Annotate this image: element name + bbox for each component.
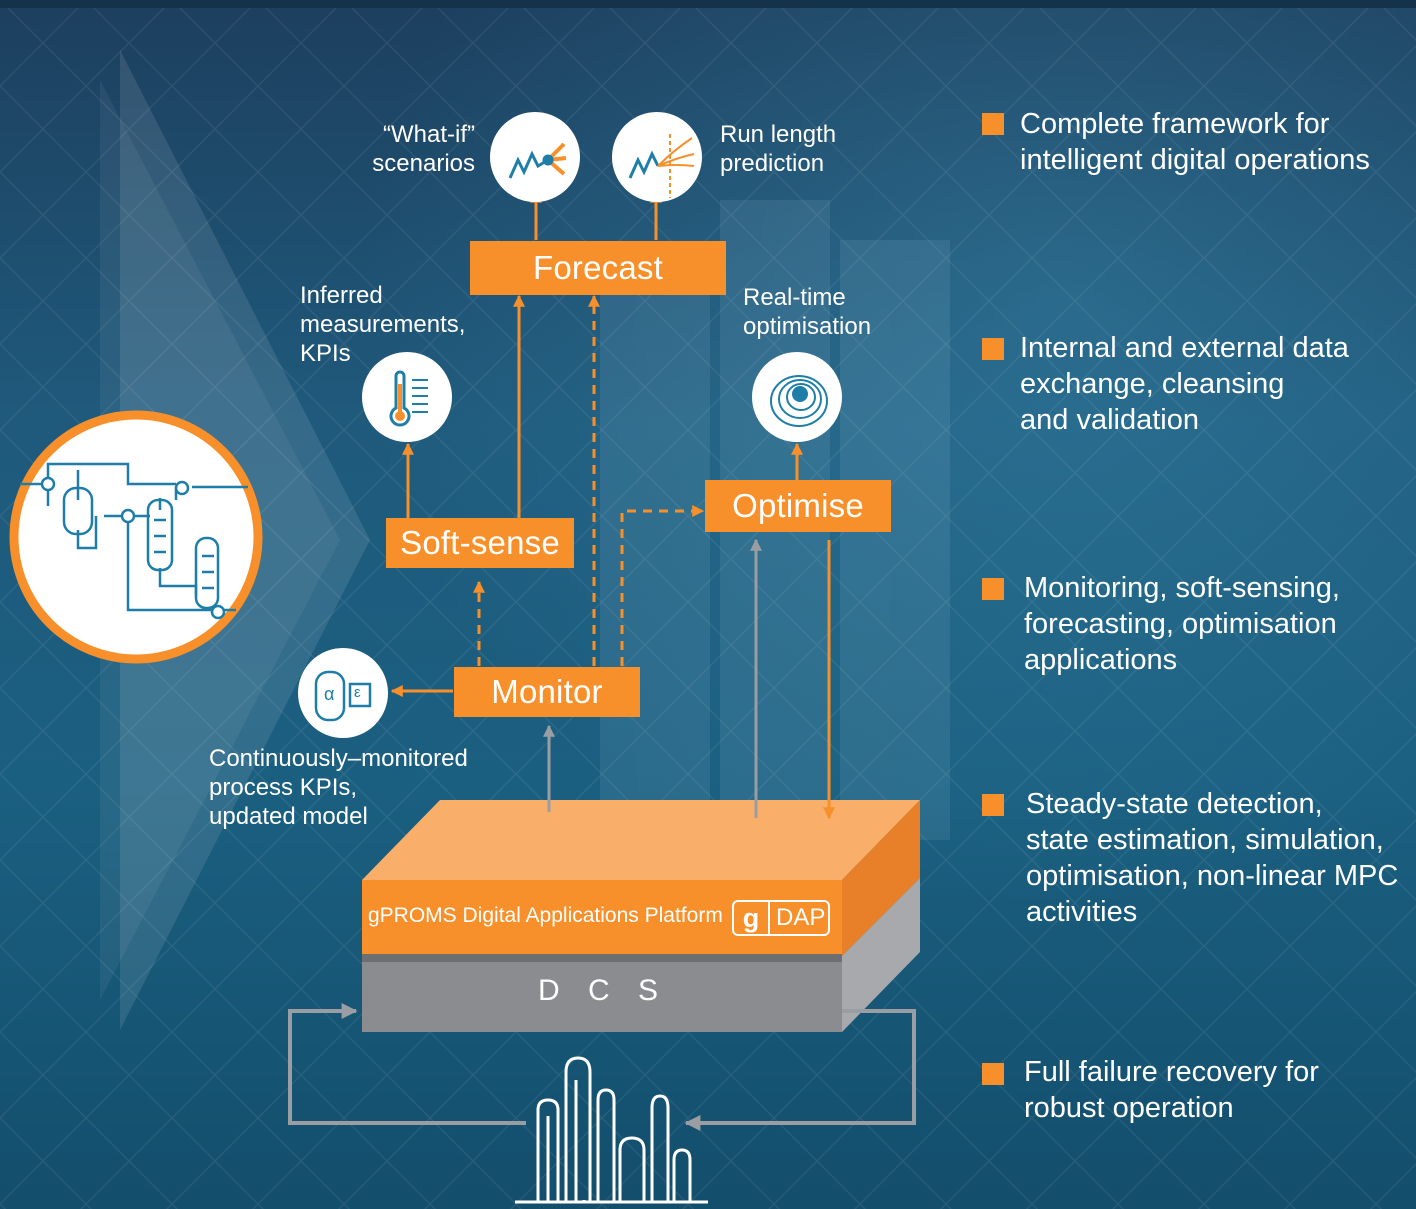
plant-silhouette	[515, 1056, 708, 1204]
what-if-scenarios-icon	[490, 112, 580, 202]
solid-arrows	[390, 190, 803, 697]
bullet-marker	[982, 794, 1004, 816]
gdap-logo-dap: DAP	[776, 904, 826, 931]
bullet-marker	[982, 1063, 1004, 1085]
optimise-node: Optimise	[705, 480, 891, 532]
bullet-text: Full failure recovery for robust operati…	[1024, 1056, 1319, 1124]
top-bar	[0, 0, 1416, 8]
alpha-symbol: α	[324, 684, 335, 704]
thermometer-icon	[362, 352, 452, 442]
what-if-label: “What-if” scenarios	[372, 121, 475, 177]
soft-sense-node: Soft-sense	[386, 518, 574, 568]
epsilon-symbol: ε	[354, 684, 361, 701]
dashed-arrows	[473, 294, 705, 666]
optimisation-target-icon	[752, 352, 842, 442]
dcs-label: D C S	[537, 974, 668, 1007]
dcs-loop	[288, 1003, 916, 1131]
bullet-text: Internal and external data exchange, cle…	[1020, 332, 1349, 436]
bullet-marker	[982, 578, 1004, 600]
bullet-text: Steady-state detection, state estimation…	[1026, 788, 1399, 928]
gdap-logo: g DAP	[732, 900, 830, 936]
bullet-marker	[982, 338, 1004, 360]
run-length-prediction-icon	[612, 112, 702, 202]
inferred-measurements-label: Inferred measurements, KPIs	[300, 282, 466, 367]
bullet-text: Complete framework for intelligent digit…	[1020, 108, 1370, 176]
monitor-node: Monitor	[454, 667, 640, 717]
forecast-node: Forecast	[470, 241, 726, 295]
gdap-logo-g: g	[734, 902, 770, 934]
real-time-optimisation-label: Real-time optimisation	[743, 284, 872, 340]
bullet-marker	[982, 113, 1004, 135]
platform-arrows	[543, 538, 762, 818]
continuously-monitored-label: Continuously–monitored process KPIs, upd…	[209, 745, 468, 830]
bullet-text: Monitoring, soft-sensing, forecasting, o…	[1024, 572, 1340, 676]
process-flowsheet-icon	[9, 410, 263, 664]
platform-name: gPROMS Digital Applications Platform	[368, 904, 723, 927]
run-length-label: Run length prediction	[720, 121, 837, 177]
platform-block	[362, 800, 920, 1032]
process-kpi-monitor-icon: α ε	[298, 648, 388, 738]
